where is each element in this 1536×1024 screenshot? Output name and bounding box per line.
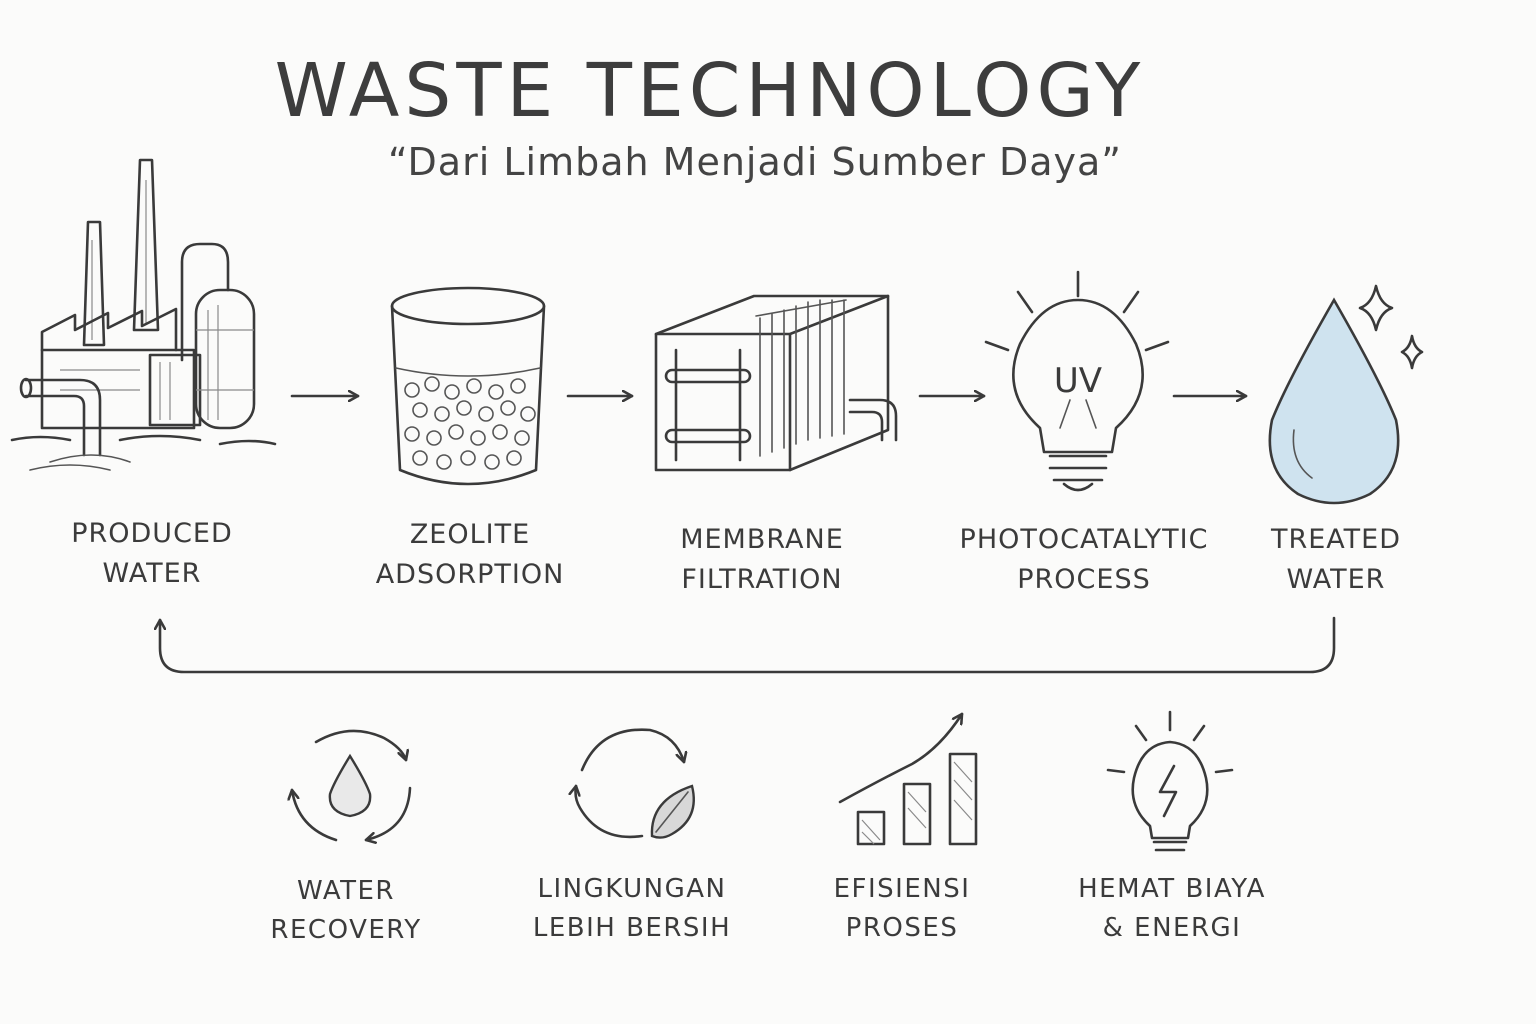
uv-label: UV <box>1054 361 1102 401</box>
uv-rays <box>984 270 1170 352</box>
uv-bulb-icon <box>984 270 1170 492</box>
membrane-filter-icon <box>654 294 898 472</box>
benefit-label-cost-energy-saving: HEMAT BIAYA& ENERGI <box>1078 874 1266 943</box>
membrane-plates <box>755 299 847 457</box>
page-subtitle: “Dari Limbah Menjadi Sumber Daya” <box>388 140 1122 184</box>
factory-icon <box>10 158 277 471</box>
growth-chart-icon <box>838 712 978 846</box>
water-recycle-icon <box>292 729 412 840</box>
zeolite-pellets <box>404 376 536 470</box>
zeolite-beaker-icon <box>390 286 546 486</box>
recycle-loop-arrow <box>160 616 1336 674</box>
page-title: WASTE TECHNOLOGY <box>274 48 1146 134</box>
leaf-recycle-icon <box>576 728 695 839</box>
energy-bulb-icon <box>1106 710 1234 852</box>
water-drop-icon <box>1268 284 1424 505</box>
